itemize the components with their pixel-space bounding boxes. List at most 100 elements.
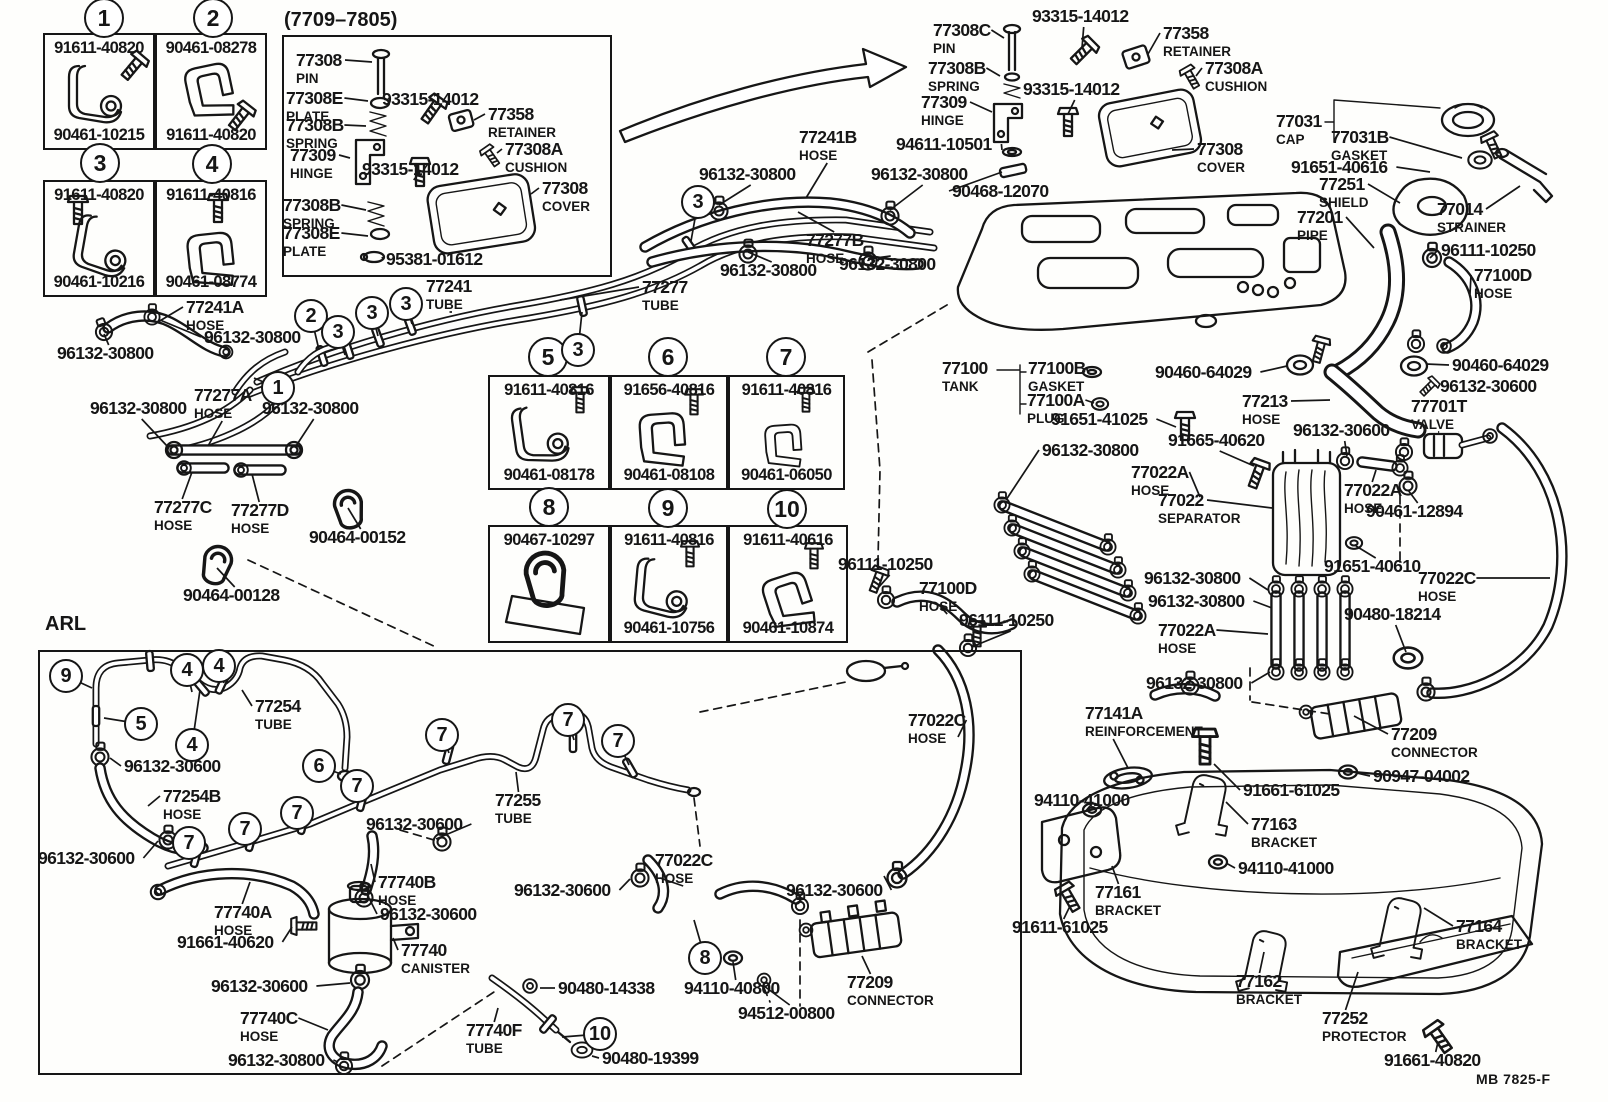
part-number: 77308B bbox=[928, 58, 986, 78]
callout-number-text: 3 bbox=[400, 292, 412, 315]
part-descriptor: TUBE bbox=[466, 1041, 503, 1056]
part-number: 77241A bbox=[186, 297, 244, 317]
lower-tank-drawing bbox=[247, 559, 1544, 1058]
leader-line bbox=[990, 29, 1005, 39]
part-number: 90464-00152 bbox=[309, 527, 406, 547]
leader-line bbox=[1081, 26, 1085, 49]
part-descriptor: SEPARATOR bbox=[1158, 511, 1241, 526]
box-bottom-part-number: 90461-10874 bbox=[742, 618, 834, 637]
leader-line bbox=[985, 67, 1001, 77]
leader-line bbox=[1085, 367, 1089, 373]
part-label: 96132-30600 bbox=[380, 905, 477, 924]
part-number: 94611-10501 bbox=[896, 134, 992, 154]
callout-number-5: 5 bbox=[124, 707, 158, 741]
part-descriptor: HOSE bbox=[908, 731, 947, 746]
callout-number-9: 9 bbox=[49, 659, 83, 693]
callout-number-1: 1 bbox=[261, 371, 295, 405]
part-number: 77252 bbox=[1322, 1008, 1368, 1028]
part-number: 96132-30600 bbox=[1293, 420, 1390, 440]
part-descriptor: STRAINER bbox=[1437, 220, 1507, 235]
part-number: 77031B bbox=[1331, 127, 1389, 147]
leader-line bbox=[1219, 450, 1255, 467]
leader-line bbox=[973, 630, 1012, 647]
leader-line bbox=[1434, 1041, 1439, 1053]
leader-line bbox=[295, 418, 315, 447]
leader-line bbox=[413, 171, 421, 181]
part-label: 91661-40820 bbox=[1384, 1051, 1481, 1070]
callout-number-text: 5 bbox=[135, 712, 147, 735]
callout-number-text: 7 bbox=[779, 343, 793, 370]
part-label: 90480-19399 bbox=[602, 1049, 699, 1068]
part-descriptor: CONNECTOR bbox=[847, 993, 934, 1008]
part-label: 96111-10250 bbox=[1441, 241, 1536, 260]
callout-number-10: 10 bbox=[583, 1017, 617, 1051]
callout-number-3: 3 bbox=[321, 315, 355, 349]
part-number: 94110-41000 bbox=[1238, 858, 1334, 878]
part-number: 77014 bbox=[1437, 199, 1483, 219]
part-descriptor: TUBE bbox=[426, 297, 463, 312]
part-descriptor: COVER bbox=[542, 199, 591, 214]
part-number: 77701T bbox=[1411, 396, 1467, 416]
part-label: 96132-30800 bbox=[228, 1051, 325, 1070]
part-number: 94110-40800 bbox=[684, 978, 780, 998]
part-descriptor: HOSE bbox=[1418, 589, 1457, 604]
filler-cap-and-pipe bbox=[1329, 102, 1554, 381]
part-label: 96132-30600 bbox=[1293, 420, 1390, 440]
leader-line bbox=[1248, 577, 1269, 591]
callout-number-text: 9 bbox=[661, 494, 675, 521]
part-label: 96132-30600 bbox=[1440, 377, 1537, 396]
callout-number-3: 3 bbox=[561, 333, 595, 367]
part-number: 77308 bbox=[1197, 139, 1243, 159]
part-label: 96132-30800 bbox=[90, 399, 187, 418]
part-number: 90460-64029 bbox=[1452, 355, 1549, 375]
callout-number-text: 2 bbox=[206, 4, 220, 31]
box-bottom-part-number: 90461-10216 bbox=[53, 272, 145, 291]
part-descriptor: HOSE bbox=[214, 923, 253, 938]
leader-line bbox=[368, 897, 378, 915]
tank-hose-row bbox=[993, 491, 1147, 625]
leader-line bbox=[181, 471, 193, 500]
callout-number-text: 4 bbox=[181, 658, 193, 681]
leader-line bbox=[1344, 971, 1359, 1011]
leader-line bbox=[1112, 738, 1129, 769]
callout-number-text: 3 bbox=[332, 320, 344, 343]
leader-line bbox=[251, 473, 261, 503]
part-number: 77308E bbox=[286, 88, 343, 108]
part-number: 77740A bbox=[214, 902, 272, 922]
part-descriptor: HOSE bbox=[194, 406, 233, 421]
part-label: 96132-30800 bbox=[57, 344, 154, 363]
callout-number-text: 7 bbox=[239, 817, 251, 840]
part-number: 77358 bbox=[1163, 23, 1209, 43]
part-number: 77164 bbox=[1456, 916, 1502, 936]
leader-line bbox=[435, 823, 472, 840]
leader-line bbox=[147, 795, 161, 807]
part-number: 96132-30800 bbox=[204, 327, 301, 347]
part-label: 91661-61025 bbox=[1243, 781, 1340, 800]
part-number: 96111-10250 bbox=[838, 554, 933, 574]
box-bottom-part-number: 90461-08774 bbox=[165, 272, 257, 291]
leader-line bbox=[1225, 862, 1236, 869]
part-number: 91611-61025 bbox=[1012, 917, 1108, 937]
part-number: 90480-14338 bbox=[558, 978, 655, 998]
callout-number-7: 7 bbox=[551, 703, 585, 737]
leader-line bbox=[957, 719, 968, 738]
leader-line bbox=[1485, 185, 1521, 210]
part-descriptor: RETAINER bbox=[1163, 44, 1232, 59]
leader-line bbox=[530, 187, 540, 195]
hoses-to-tank bbox=[639, 195, 924, 271]
